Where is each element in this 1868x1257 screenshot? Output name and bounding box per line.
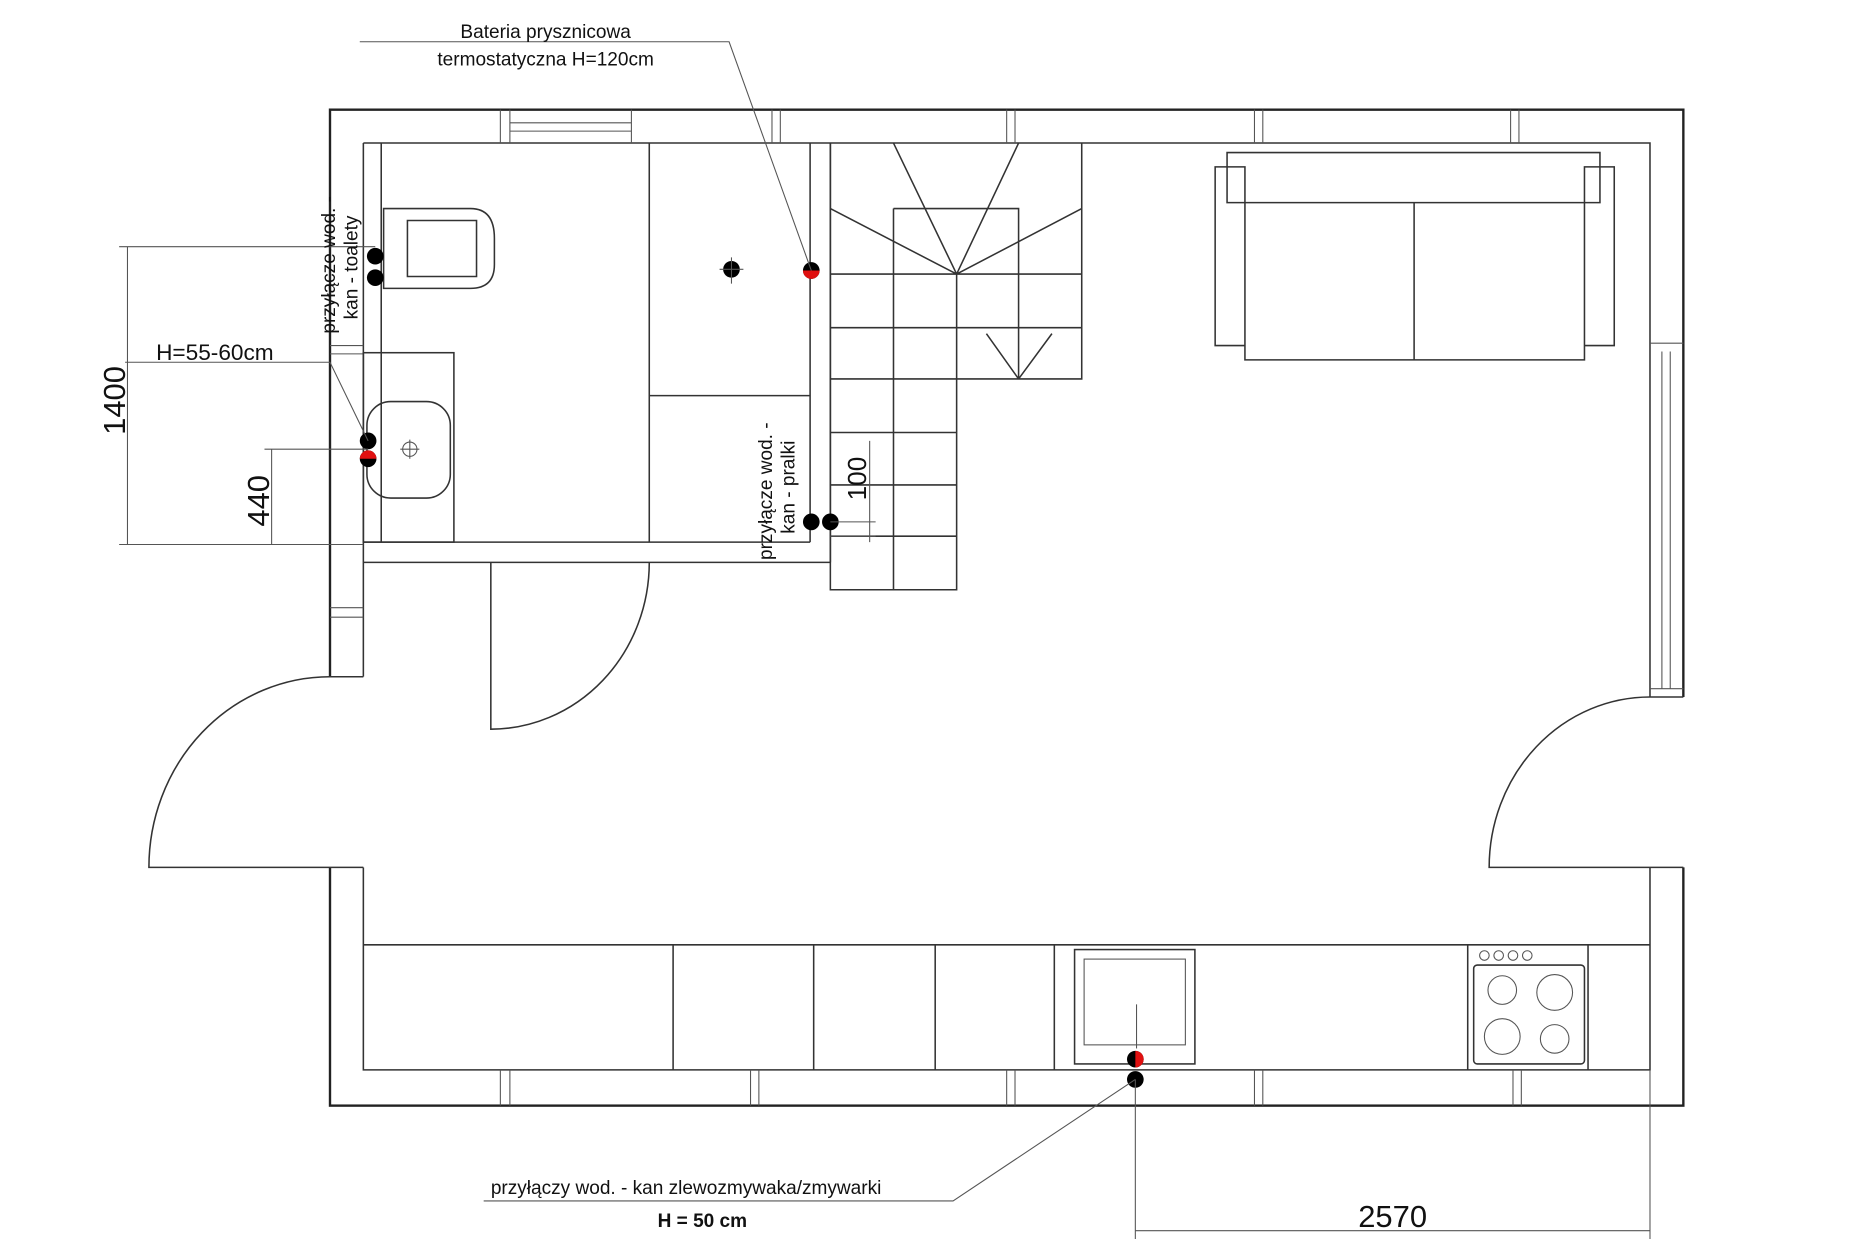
kitchen-sink	[1073, 948, 1196, 1065]
dimension-2570: 2570	[1358, 1199, 1427, 1234]
kitchen-label: przyłączy wod. - kan zlewozmywaka/zmywar…	[491, 1178, 882, 1199]
staircase	[829, 142, 1083, 591]
dimension-100: 100	[842, 457, 872, 501]
terrace-door	[1488, 696, 1650, 869]
entry-door	[148, 675, 330, 869]
sofa	[1214, 151, 1616, 361]
toilet-label-2: kan - toalety	[341, 215, 362, 319]
exterior-walls	[321, 108, 1692, 1107]
hob	[1472, 964, 1586, 1065]
washer-label-2: kan - pralki	[779, 441, 800, 534]
sink-height-label: H=55-60cm	[156, 340, 274, 365]
kitchen-height-label: H = 50 cm	[658, 1211, 747, 1232]
sink-counter	[362, 351, 455, 543]
dimension-1400: 1400	[97, 366, 132, 435]
dimension-440: 440	[241, 475, 276, 527]
connection-points	[359, 247, 1144, 1088]
washer-label-1: przyłącze wod. -	[756, 422, 777, 560]
washbasin	[366, 400, 452, 499]
shower-label-2: termostatyczna H=120cm	[437, 50, 653, 71]
toilet	[382, 207, 496, 290]
shower-label-1: Bateria prysznicowa	[460, 22, 631, 43]
toilet-label-1: przyłącze wod. -	[319, 196, 340, 334]
kitchen-counter	[363, 944, 1650, 1070]
bathroom-door	[490, 562, 651, 730]
